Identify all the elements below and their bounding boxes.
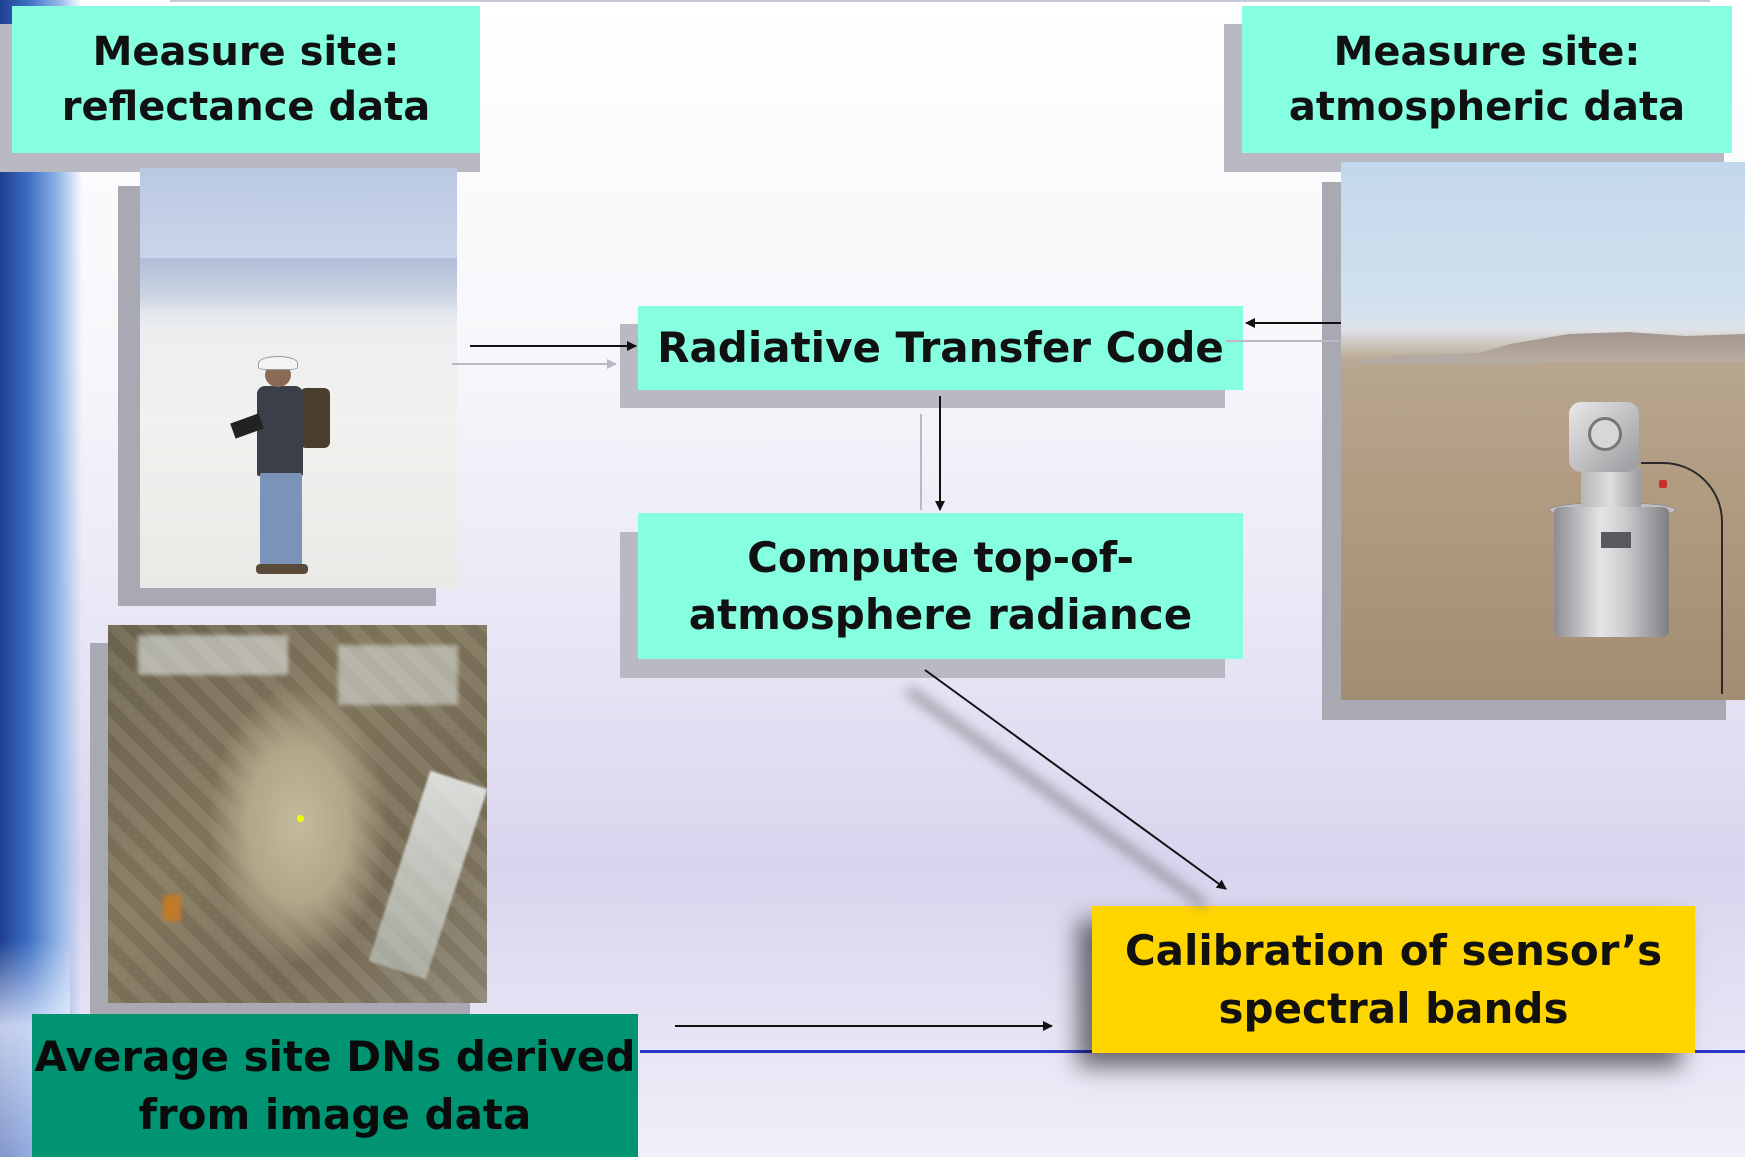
- calibration-box-line1: Calibration of sensor’s: [1124, 926, 1663, 976]
- atmospheric-box-line2: atmospheric data: [1288, 83, 1686, 130]
- reflectance-box-line2: reflectance data: [61, 83, 431, 130]
- avg-dn-box-line1: Average site DNs derived: [34, 1032, 636, 1082]
- reflectance-photo: [140, 168, 457, 588]
- avg-dn-box-line2: from image data: [138, 1089, 532, 1139]
- avg-dn-box: Average site DNs derived from image data: [32, 1014, 638, 1157]
- top-rule: [170, 0, 1710, 2]
- atmospheric-box: Measure site: atmospheric data: [1242, 6, 1732, 153]
- calibration-box: Calibration of sensor’s spectral bands: [1092, 906, 1695, 1053]
- rtc-box-line1: Radiative Transfer Code: [657, 323, 1224, 373]
- reflectance-box-line1: Measure site:: [92, 29, 400, 76]
- toa-box: Compute top-of- atmosphere radiance: [638, 513, 1243, 659]
- toa-box-line1: Compute top-of-: [747, 532, 1134, 582]
- arrow-toa-to-calibration: [924, 669, 1227, 890]
- atmospheric-photo: [1341, 162, 1745, 700]
- reflectance-box: Measure site: reflectance data: [12, 6, 480, 153]
- site-marker-dot: [297, 815, 304, 822]
- calibration-box-line2: spectral bands: [1218, 983, 1569, 1033]
- arrow-toa-to-calibration-shadow: [905, 686, 1208, 909]
- toa-box-line2: atmosphere radiance: [688, 590, 1193, 639]
- atmospheric-box-line1: Measure site:: [1333, 29, 1641, 76]
- satellite-image: [108, 625, 487, 1003]
- rtc-box: Radiative Transfer Code: [638, 306, 1243, 390]
